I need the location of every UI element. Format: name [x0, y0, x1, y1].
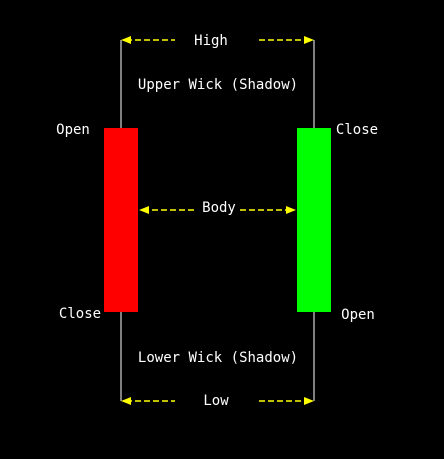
body-arrow-left-head — [139, 206, 149, 214]
body-label: Body — [202, 200, 236, 216]
low-label: Low — [203, 393, 229, 409]
high-label: High — [194, 33, 228, 49]
lower-wick-label: Lower Wick (Shadow) — [138, 350, 298, 366]
low-arrow-left-head — [121, 397, 131, 405]
upper-wick-label: Upper Wick (Shadow) — [138, 77, 298, 93]
bullish-candle — [297, 40, 331, 401]
high-arrow-left-head — [121, 36, 131, 44]
high-arrow-right-head — [304, 36, 314, 44]
bearish-candle — [104, 40, 138, 401]
bullish-close-label: Close — [336, 122, 378, 138]
high-arrows — [121, 36, 314, 44]
bearish-close-label: Close — [59, 306, 101, 322]
bearish-body — [104, 128, 138, 312]
body-arrows — [139, 206, 296, 214]
bearish-open-label: Open — [56, 122, 90, 138]
bullish-open-label: Open — [341, 307, 375, 323]
low-arrows — [121, 397, 314, 405]
low-arrow-right-head — [304, 397, 314, 405]
bullish-body — [297, 128, 331, 312]
body-arrow-right-head — [286, 206, 296, 214]
